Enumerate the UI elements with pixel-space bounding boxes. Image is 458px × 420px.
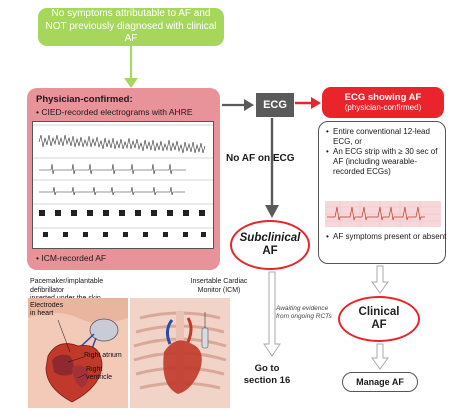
label-in-heart: in heart <box>30 310 54 317</box>
label-electrodes: Electrodes <box>30 302 64 309</box>
ecg-showing-af-box: ECG showing AF (physician-confirmed) <box>322 87 444 118</box>
no-af-on-ecg-label: No AF on ECG <box>226 153 295 164</box>
subclinical-line1: Subclinical <box>239 232 301 244</box>
pacemaker-caption-line1: Pacemaker/implantable defibrillator <box>30 278 104 294</box>
criteria-item: An ECG strip with ≥ 30 sec of AF (includ… <box>326 147 444 177</box>
subclinical-af-ellipse: Subclinical AF <box>230 220 310 270</box>
label-right-atrium: Right atrium <box>84 352 122 359</box>
icm-caption-line2: Monitor (ICM) <box>197 286 241 294</box>
clinical-line1: Clinical <box>358 306 400 318</box>
ecg-showing-af-title: ECG showing AF <box>344 92 422 103</box>
goto-section-16: Go to section 16 <box>236 363 298 387</box>
icm-chest-illustration <box>130 298 230 408</box>
clinical-af-ellipse: Clinical AF <box>338 296 420 342</box>
manage-af-box: Manage AF <box>342 372 418 392</box>
ecg-box: ECG <box>256 93 294 117</box>
ecg-showing-af-subtitle: (physician-confirmed) <box>344 103 422 112</box>
awaiting-line1: Awaiting evidence <box>276 305 329 312</box>
electrogram-image <box>32 121 214 249</box>
af-criteria-list: Entire conventional 12-lead ECG, or An E… <box>326 127 446 242</box>
awaiting-evidence-note: Awaiting evidence from ongoing RCTs <box>276 305 332 321</box>
label-ventricle: ventricle <box>86 374 113 381</box>
physician-confirmed-title: Physician-confirmed: <box>36 94 133 105</box>
cied-bullet: • CIED-recorded electrograms with AHRE <box>36 107 193 117</box>
icm-bullet: • ICM-recorded AF <box>36 253 107 263</box>
subclinical-line2: AF <box>262 245 278 257</box>
criteria-item: Entire conventional 12-lead ECG, or <box>326 127 444 147</box>
start-condition-line1: No symptoms attributable to AF and <box>51 8 211 20</box>
start-condition-box: No symptoms attributable to AF and NOT p… <box>38 8 224 46</box>
ecg-label: ECG <box>263 99 287 111</box>
label-right: Right <box>86 366 103 373</box>
clinical-line2: AF <box>371 319 387 331</box>
goto-line1: Go to <box>254 363 280 374</box>
icm-caption-line1: Insertable Cardiac <box>190 278 248 285</box>
manage-af-label: Manage AF <box>356 377 404 387</box>
icm-caption: Insertable Cardiac Monitor (ICM) <box>184 278 254 295</box>
awaiting-line2: from ongoing RCTs <box>276 313 332 320</box>
pacemaker-heart-illustration: Electrodes in heart Right atrium Right v… <box>28 298 128 408</box>
start-condition-line2: NOT previously diagnosed with clinical A… <box>45 20 217 45</box>
ecg-strip-image <box>325 201 441 227</box>
goto-line2: section 16 <box>243 375 291 386</box>
criteria-item: AF symptoms present or absent <box>326 232 449 242</box>
